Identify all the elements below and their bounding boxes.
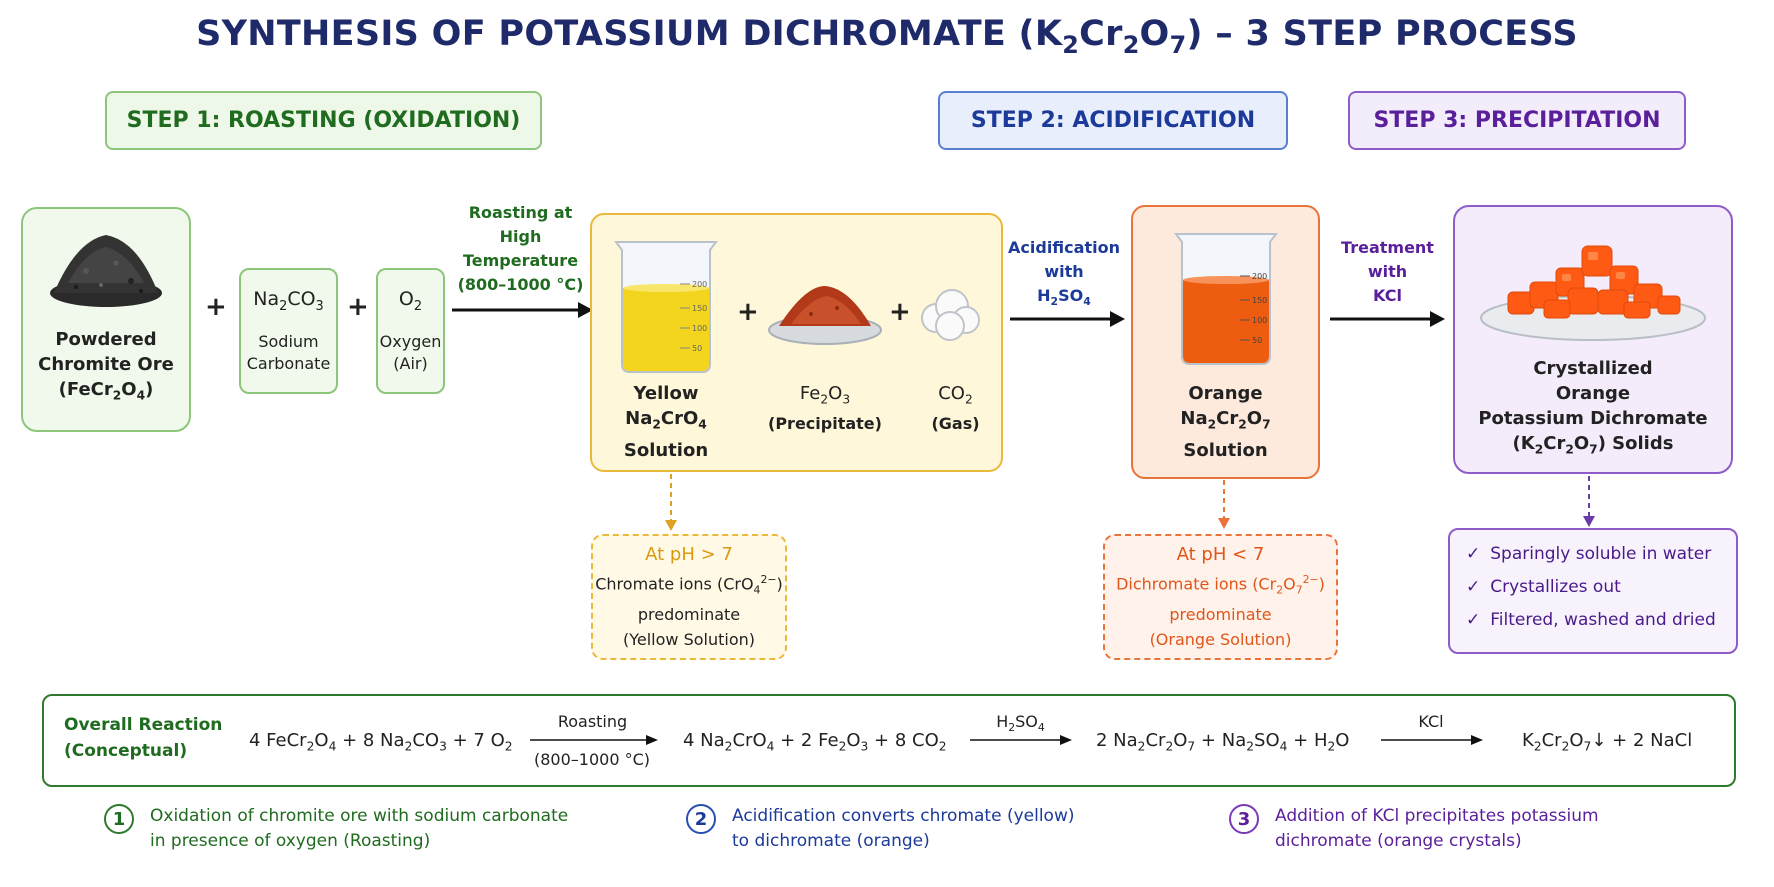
svg-text:200: 200 (1252, 272, 1267, 281)
co2-label: CO2 (Gas) (931, 383, 980, 433)
property-item: ✓Crystallizes out (1466, 577, 1621, 597)
ore-formula: (FeCr2O4) (58, 379, 154, 403)
svg-text:100: 100 (692, 324, 707, 333)
roasting-arrow-label: Roasting at High Temperature (800–1000 °… (457, 203, 584, 294)
orange-note-line1: Dichromate ions (Cr2O72−) (1116, 572, 1325, 597)
title-text: ) – 3 STEP PROCESS (1186, 14, 1578, 54)
footnote-1: 1 Oxidation of chromite ore with sodium … (104, 804, 568, 854)
orange-dichromate-label: Orange Na2Cr2O7 Solution (1180, 383, 1271, 461)
na2co3-name-line1: Sodium (258, 331, 319, 351)
step1-label: STEP 1: ROASTING (OXIDATION) (126, 108, 521, 133)
title-text: O (1139, 14, 1170, 54)
crystals-dish-icon (1480, 245, 1706, 341)
roasting-arrow (452, 302, 593, 318)
step-number-badge: 3 (1229, 804, 1259, 834)
kcl-arrow (1330, 311, 1445, 327)
acidification-arrow (1010, 311, 1125, 327)
o2-name-line1: Oxygen (379, 331, 442, 351)
reaction-condition-3-top: KCl (1418, 712, 1444, 731)
step3-label: STEP 3: PRECIPITATION (1373, 108, 1661, 133)
kcl-arrow-label: Treatment with KCl (1341, 238, 1434, 305)
na2co3-name-line2: Carbonate (246, 353, 331, 373)
ore-label-line1: Powdered (55, 329, 157, 350)
plus-sign: + (737, 297, 759, 327)
na2co3-formula: Na2CO3 (253, 288, 324, 314)
plus-sign: + (347, 292, 369, 322)
property-item: ✓Sparingly soluble in water (1466, 544, 1712, 564)
reaction-reactants: 4 FeCr2O4 + 8 Na2CO3 + 7 O2 (249, 730, 513, 754)
reaction-condition-2-top: H2SO4 (996, 712, 1045, 735)
title-sub: 7 (1169, 31, 1187, 59)
step-number-badge: 1 (104, 804, 134, 834)
crystals-label: Crystallized Orange Potassium Dichromate… (1478, 358, 1708, 457)
step2-label: STEP 2: ACIDIFICATION (970, 108, 1256, 133)
yellow-note-line2: predominate (637, 605, 741, 625)
footnote-3: 3 Addition of KCl precipitates potassium… (1229, 804, 1599, 854)
reaction-intermediate-2: 2 Na2Cr2O7 + Na2SO4 + H2O (1096, 730, 1350, 754)
page-title: SYNTHESIS OF POTASSIUM DICHROMATE (K2Cr2… (0, 14, 1774, 59)
step-number-badge: 2 (686, 804, 716, 834)
reaction-condition-1-top: Roasting (557, 712, 628, 731)
title-sub: 2 (1062, 31, 1080, 59)
fe2o3-label: Fe2O3 (Precipitate) (768, 383, 882, 433)
svg-text:50: 50 (1252, 336, 1262, 345)
title-sub: 2 (1122, 31, 1140, 59)
orange-note-head: At pH < 7 (1176, 543, 1265, 565)
property-item: ✓Filtered, washed and dried (1466, 610, 1716, 630)
plus-sign: + (205, 292, 227, 322)
step1-header: STEP 1: ROASTING (OXIDATION) (105, 91, 542, 150)
title-text: SYNTHESIS OF POTASSIUM DICHROMATE (K (196, 14, 1063, 54)
overall-reaction-box (42, 694, 1736, 787)
step3-header: STEP 3: PRECIPITATION (1348, 91, 1686, 150)
sodium-carbonate-card: Na2CO3 Sodium Carbonate (239, 268, 338, 394)
yellow-note-line1: Chromate ions (CrO42−) (595, 572, 783, 597)
orange-ph-note: At pH < 7 Dichromate ions (Cr2O72−) pred… (1103, 534, 1338, 660)
yellow-chromate-label: Yellow Na2CrO4 Solution (623, 383, 709, 461)
orange-note-line2: predominate (1169, 605, 1272, 625)
iron-oxide-dish-icon (768, 286, 882, 345)
plus-sign: + (889, 297, 911, 327)
o2-formula: O2 (398, 288, 423, 314)
footnote-2: 2 Acidification converts chromate (yello… (686, 804, 1075, 854)
svg-text:100: 100 (1252, 316, 1267, 325)
yellow-note-head: At pH > 7 (645, 543, 733, 565)
orange-note-line3: (Orange Solution) (1149, 630, 1292, 650)
reaction-condition-1-bottom: (800–1000 °C) (534, 750, 650, 769)
svg-text:150: 150 (1252, 296, 1267, 305)
purple-properties-note: ✓Sparingly soluble in water ✓Crystallize… (1448, 528, 1738, 654)
reaction-arrow-2 (970, 735, 1072, 745)
reaction-arrow-3 (1381, 735, 1483, 745)
o2-name-line2: (Air) (393, 353, 428, 373)
acidification-arrow-label: Acidification with H2SO4 (1008, 238, 1120, 309)
svg-text:50: 50 (692, 344, 702, 353)
yellow-ph-note: At pH > 7 Chromate ions (CrO42−) predomi… (591, 534, 787, 660)
step2-header: STEP 2: ACIDIFICATION (938, 91, 1288, 150)
yellow-note-line3: (Yellow Solution) (622, 630, 755, 650)
ore-pile-icon (50, 235, 162, 307)
oxygen-card: O2 Oxygen (Air) (376, 268, 445, 394)
title-text: Cr (1079, 14, 1123, 54)
gas-cloud-icon (921, 289, 980, 341)
orange-beaker-icon: 200 150 100 50 (1174, 233, 1278, 365)
reaction-arrow-1 (530, 735, 658, 745)
chromite-ore-card: Powdered Chromite Ore (FeCr2O4) (21, 207, 191, 432)
svg-text:150: 150 (692, 304, 707, 313)
reaction-intermediate-1: 4 Na2CrO4 + 2 Fe2O3 + 8 CO2 (683, 730, 947, 754)
yellow-beaker-icon: 200 150 100 50 (614, 241, 718, 373)
reaction-final-product: K2Cr2O7↓ + 2 NaCl (1522, 730, 1693, 754)
overall-reaction-label: Overall Reaction (Conceptual) (64, 715, 223, 761)
svg-text:200: 200 (692, 280, 707, 289)
ore-label-line2: Chromite Ore (38, 354, 174, 375)
